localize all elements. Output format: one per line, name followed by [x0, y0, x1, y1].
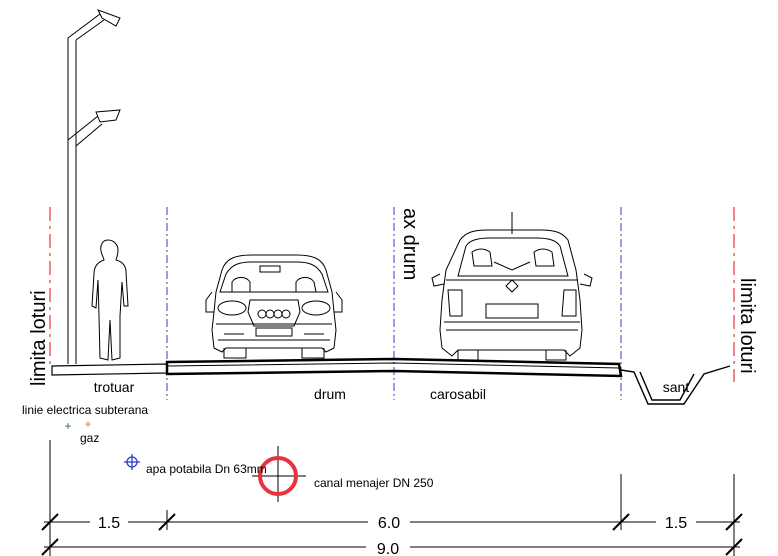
carriageway-label: carosabil — [430, 386, 486, 402]
dimension-carriageway: 6.0 — [378, 515, 400, 532]
roadway-slab — [165, 357, 623, 378]
pedestrian-figure — [91, 239, 129, 361]
gas-line-marker: + — [84, 417, 91, 431]
dimension-ditch: 1.5 — [665, 515, 687, 532]
electric-line-marker: + — [64, 419, 71, 433]
water-pipe-symbol — [124, 454, 140, 470]
lot-limit-label-right: limita loturi — [736, 278, 758, 374]
road-axis-label: ax drum — [399, 208, 421, 280]
sewer-pipe-label: canal menajer DN 250 — [314, 476, 434, 490]
dimension-total: 9.0 — [377, 541, 399, 556]
lot-limit-label-left: limita loturi — [28, 290, 50, 386]
road-label: drum — [314, 386, 346, 402]
sidewalk-label: trotuar — [94, 379, 135, 395]
sidewalk-slab — [51, 363, 168, 376]
minivan-car-rear-view — [431, 212, 593, 361]
water-pipe-label: apa potabila Dn 63mm — [146, 462, 267, 476]
sewer-pipe-symbol — [252, 446, 306, 502]
dimension-lines — [41, 440, 743, 556]
dimension-sidewalk: 1.5 — [98, 515, 120, 532]
gas-label: gaz — [80, 431, 99, 445]
sedan-car-front-view — [205, 254, 343, 359]
drainage-ditch — [620, 365, 731, 405]
electric-line-label: linie electrica subterana — [22, 403, 148, 417]
street-lamp — [67, 9, 121, 364]
ditch-label: sant — [663, 379, 690, 395]
